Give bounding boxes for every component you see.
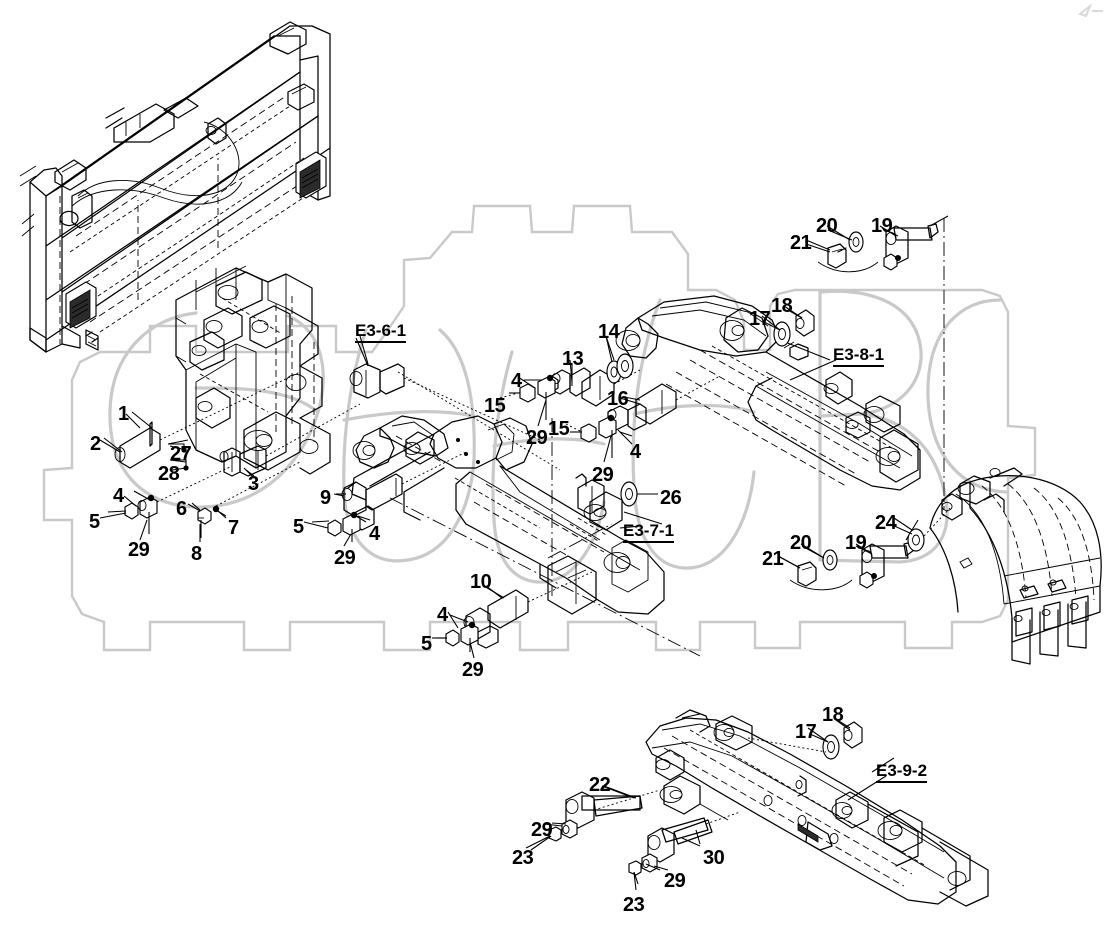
reference-label-e3-9-2: E3-9-2 bbox=[876, 761, 928, 783]
callout-number-4: 4 bbox=[630, 441, 641, 463]
e3-6-1-bushing bbox=[349, 335, 561, 471]
part-4-5-29-mid bbox=[311, 511, 367, 542]
callout-number-5: 5 bbox=[89, 511, 100, 533]
callout-number-23: 23 bbox=[623, 894, 645, 916]
callout-number-15: 15 bbox=[484, 395, 506, 417]
callout-number-7: 7 bbox=[228, 517, 239, 539]
part-14-washers bbox=[605, 335, 634, 384]
number-leader-lines bbox=[99, 227, 913, 891]
callout-number-1: 1 bbox=[118, 403, 129, 425]
callout-number-17: 17 bbox=[795, 721, 817, 743]
callout-number-3: 3 bbox=[248, 473, 259, 495]
callout-number-23: 23 bbox=[512, 847, 534, 869]
callout-number-18: 18 bbox=[822, 704, 844, 726]
bucket-assembly bbox=[929, 467, 1102, 665]
callout-number-15: 15 bbox=[548, 418, 570, 440]
reference-label-e3-7-1: E3-7-1 bbox=[623, 521, 675, 543]
reference-label-text: E3-9-2 bbox=[876, 761, 928, 783]
e3-8-1-boom-arm bbox=[615, 218, 945, 510]
reference-label-e3-8-1: E3-8-1 bbox=[833, 345, 885, 367]
callout-number-6: 6 bbox=[176, 498, 187, 520]
callout-number-19: 19 bbox=[845, 532, 867, 554]
callout-number-14: 14 bbox=[598, 321, 620, 343]
part-3-bushing bbox=[219, 403, 361, 479]
part-6-7-8 bbox=[191, 461, 301, 538]
part-22-pin bbox=[565, 785, 661, 829]
part-1-2-pin bbox=[103, 371, 301, 471]
callout-number-26: 26 bbox=[660, 487, 682, 509]
callout-number-20: 20 bbox=[816, 215, 838, 237]
part-4-15-29-upper bbox=[509, 374, 556, 420]
part-30-pin bbox=[647, 811, 741, 863]
callout-number-4: 4 bbox=[369, 523, 380, 545]
callout-number-21: 21 bbox=[790, 232, 812, 254]
callout-number-19: 19 bbox=[871, 215, 893, 237]
part-4-15-29-lower bbox=[570, 414, 633, 458]
callout-number-4: 4 bbox=[437, 604, 448, 626]
callout-number-13: 13 bbox=[562, 348, 584, 370]
callout-number-16: 16 bbox=[607, 388, 629, 410]
callout-number-21: 21 bbox=[762, 548, 784, 570]
callout-number-4: 4 bbox=[511, 370, 522, 392]
part-17-18-lower bbox=[747, 719, 895, 773]
part-29-23-a bbox=[530, 819, 578, 851]
callout-number-5: 5 bbox=[421, 633, 432, 655]
callout-number-2: 2 bbox=[90, 433, 101, 455]
callout-number-8: 8 bbox=[191, 543, 202, 565]
callout-number-22: 22 bbox=[589, 774, 611, 796]
callout-number-28: 28 bbox=[158, 463, 180, 485]
callout-number-24: 24 bbox=[875, 512, 897, 534]
callout-number-4: 4 bbox=[113, 485, 124, 507]
callout-number-29: 29 bbox=[128, 539, 150, 561]
callout-number-29: 29 bbox=[526, 427, 548, 449]
reference-label-text: E3-7-1 bbox=[623, 521, 675, 543]
upper-link-arm bbox=[347, 415, 449, 489]
callout-number-5: 5 bbox=[293, 516, 304, 538]
reference-label-e3-6-1: E3-6-1 bbox=[355, 321, 407, 343]
callout-number-10: 10 bbox=[470, 571, 492, 593]
reference-label-text: E3-6-1 bbox=[355, 321, 407, 343]
callout-number-18: 18 bbox=[771, 295, 793, 317]
part-19-20-21-top bbox=[805, 215, 949, 273]
loader-arm bbox=[351, 415, 701, 657]
reference-label-text: E3-8-1 bbox=[833, 345, 885, 367]
callout-number-29: 29 bbox=[664, 870, 686, 892]
part-16-pin bbox=[607, 375, 721, 431]
part-4-5-29-left bbox=[107, 465, 233, 534]
callout-number-17: 17 bbox=[749, 308, 771, 330]
callout-number-29: 29 bbox=[334, 547, 356, 569]
callout-number-29: 29 bbox=[592, 464, 614, 486]
callout-number-30: 30 bbox=[703, 847, 725, 869]
e3-9-2-lower-arm bbox=[645, 709, 989, 907]
boom-bracket-casting bbox=[175, 265, 331, 475]
callout-number-29: 29 bbox=[462, 659, 484, 681]
callout-number-29: 29 bbox=[531, 819, 553, 841]
callout-number-9: 9 bbox=[320, 487, 331, 509]
callout-number-27: 27 bbox=[170, 443, 192, 465]
upper-frame-assembly bbox=[19, 21, 331, 353]
callout-number-20: 20 bbox=[790, 532, 812, 554]
ref-leader-lines bbox=[355, 337, 887, 801]
